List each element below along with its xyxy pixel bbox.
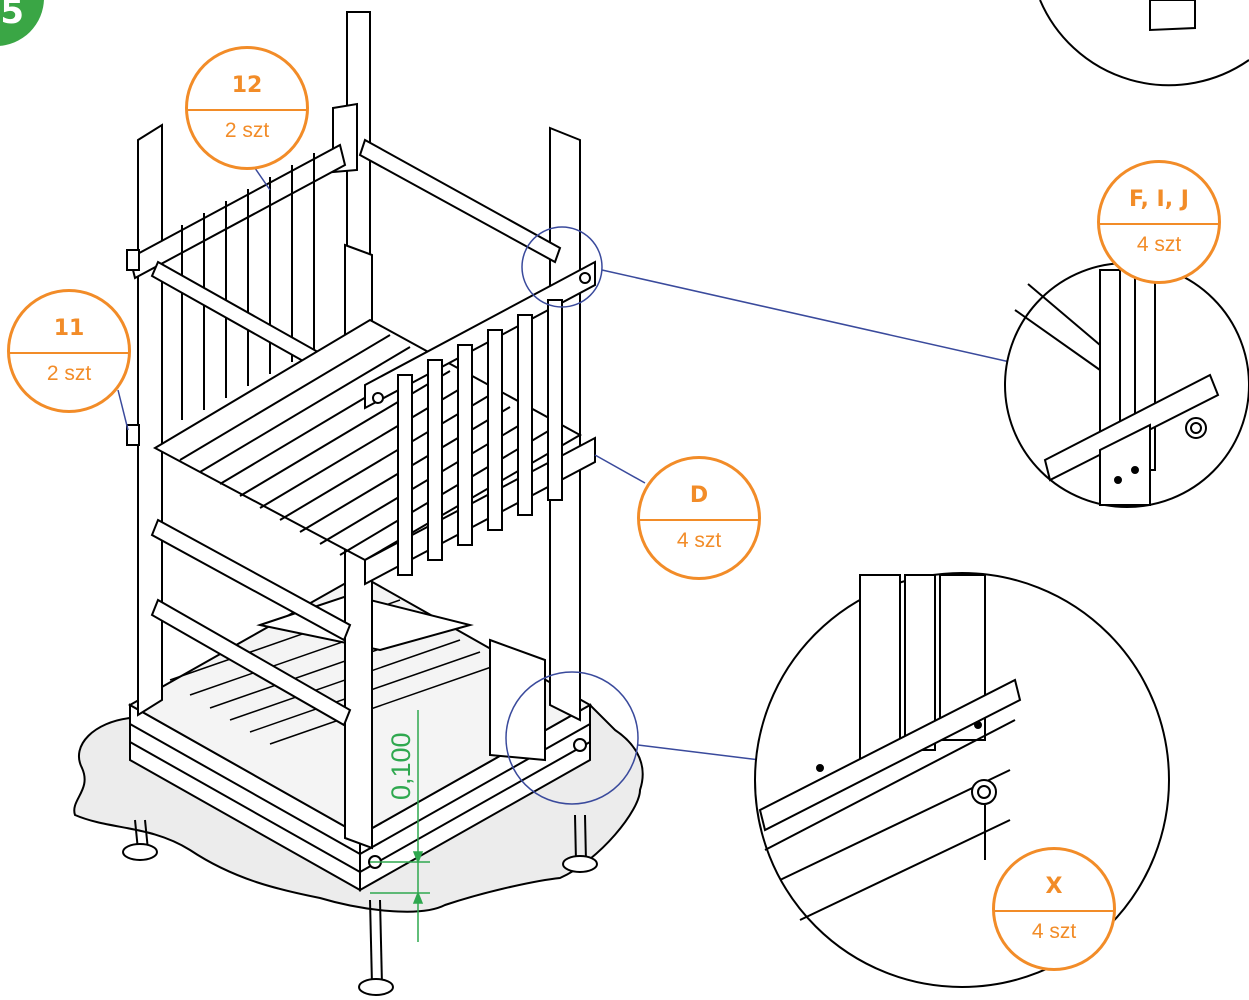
- detail-bolt: [1004, 262, 1249, 508]
- divider: [10, 352, 128, 354]
- part-id: 12: [231, 73, 263, 98]
- step-badge: 5: [0, 0, 44, 46]
- label-part-x: X 4 szt: [992, 847, 1116, 971]
- back-wall: [128, 143, 347, 420]
- part-id: 11: [53, 316, 85, 341]
- divider: [188, 109, 306, 111]
- part-id: D: [689, 483, 709, 508]
- part-qty: 2 szt: [224, 119, 270, 142]
- divider: [1100, 223, 1218, 225]
- part-id: X: [1045, 874, 1063, 899]
- part-qty: 2 szt: [46, 362, 92, 385]
- label-part-fij: F, I, J 4 szt: [1097, 160, 1221, 284]
- label-part-12: 12 2 szt: [185, 46, 309, 170]
- label-part-d: D 4 szt: [637, 456, 761, 580]
- part-qty: 4 szt: [1031, 920, 1077, 943]
- part-qty: 4 szt: [676, 529, 722, 552]
- ground-anchors: [122, 814, 598, 996]
- callout-circles: [505, 226, 1011, 805]
- divider: [995, 910, 1113, 912]
- part-qty: 4 szt: [1136, 233, 1182, 256]
- step-number: 5: [0, 0, 24, 32]
- dimension-marker: [370, 710, 430, 942]
- handrails: [150, 138, 562, 727]
- divider: [640, 519, 758, 521]
- label-part-11: 11 2 szt: [7, 289, 131, 413]
- part-id: F, I, J: [1129, 187, 1189, 212]
- brackets: [126, 249, 140, 446]
- dimension-value: 0,100: [386, 732, 416, 800]
- platform-deck: [152, 318, 583, 562]
- detail-top: [1039, 0, 1249, 87]
